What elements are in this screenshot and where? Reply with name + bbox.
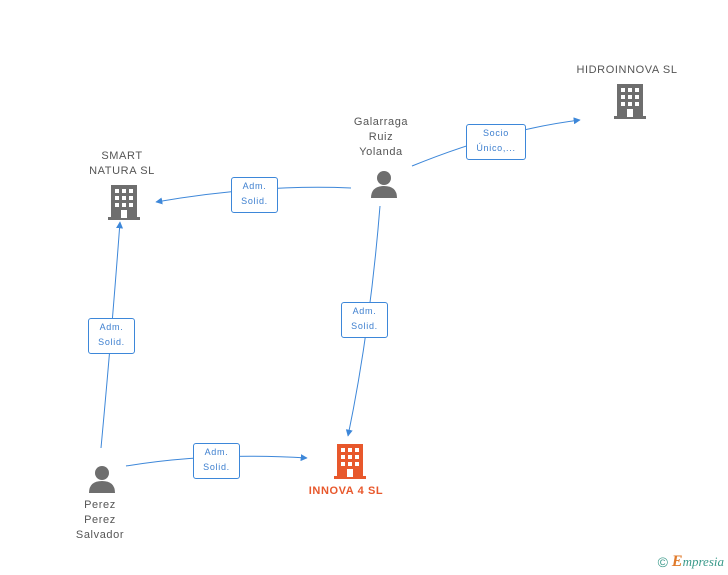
empresia-watermark: © Empresia [658,553,724,571]
company-label-hidroinnova[interactable]: HIDROINNOVA SL [560,63,694,78]
edge-label-line: Único,... [476,143,516,153]
person-icon[interactable] [369,169,399,199]
edge-label-adm-solid[interactable]: Adm. Solid. [193,443,240,479]
person-label-perez[interactable]: Perez Perez Salvador [50,498,150,543]
edge-label-line: Adm. [242,181,267,191]
edge-label-adm-solid[interactable]: Adm. Solid. [231,177,278,213]
building-icon[interactable] [107,184,141,220]
company-name-line: HIDROINNOVA SL [576,64,678,76]
company-label-innova4[interactable]: INNOVA 4 SL [286,484,406,499]
person-name-line: Perez [84,514,116,526]
person-name-line: Perez [84,499,116,511]
building-icon[interactable] [613,83,647,119]
edge-label-line: Adm. [99,322,124,332]
edge-label-line: Adm. [352,306,377,316]
company-name-line: INNOVA 4 SL [308,485,384,497]
edge-label-line: Solid. [241,196,268,206]
edge-label-line: Socio [482,128,509,138]
edge-label-line: Solid. [203,462,230,472]
edge-label-adm-solid[interactable]: Adm. Solid. [88,318,135,354]
copyright-icon: © [657,554,668,570]
company-name-line: SMART [101,150,143,162]
edge-label-socio-unico[interactable]: Socio Único,... [466,124,526,160]
edge-label-line: Solid. [98,337,125,347]
edge-label-line: Adm. [204,447,229,457]
person-label-galarraga[interactable]: Galarraga Ruiz Yolanda [331,115,431,160]
company-name-line: NATURA SL [89,165,155,177]
person-name-line: Salvador [75,529,125,541]
company-label-smart-natura[interactable]: SMART NATURA SL [62,149,182,179]
person-name-line: Galarraga [353,116,409,128]
person-icon[interactable] [87,464,117,494]
edge-label-line: Solid. [351,321,378,331]
person-name-line: Ruiz [368,131,394,143]
person-name-line: Yolanda [359,146,403,158]
empresia-logo[interactable]: Empresia [671,553,724,570]
edge-label-adm-solid[interactable]: Adm. Solid. [341,302,388,338]
building-icon[interactable] [333,443,367,479]
